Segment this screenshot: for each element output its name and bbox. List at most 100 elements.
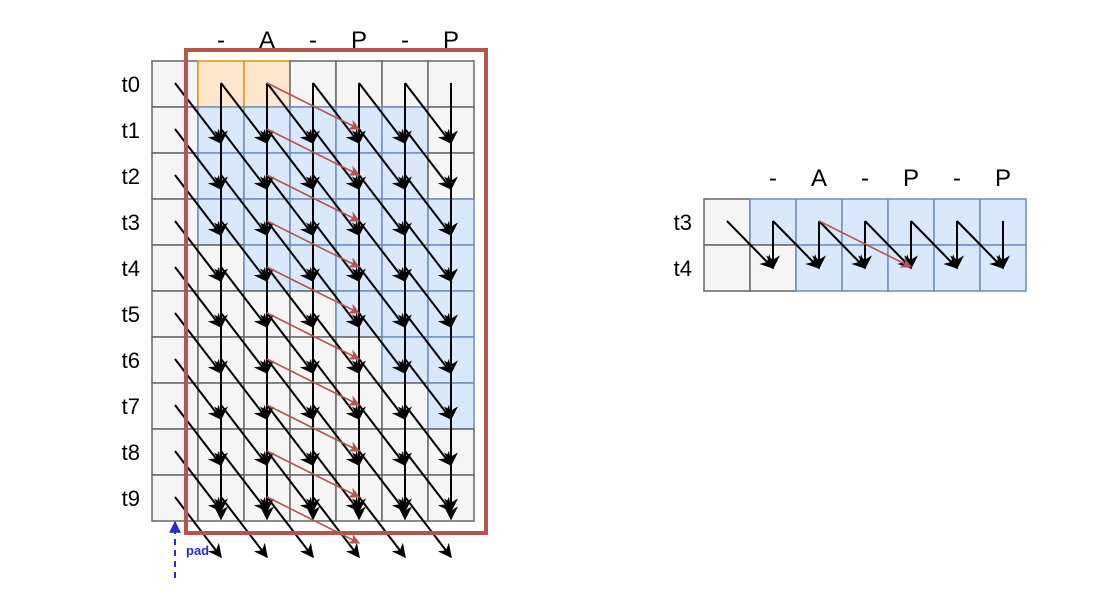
lattice-cell [151,106,199,154]
lattice-cell [151,198,199,246]
side-transition-arrow [818,220,866,270]
row-label: t5 [122,302,140,327]
transition-arrow [312,450,360,513]
transition-arrow [312,174,360,237]
side-row-label: t3 [674,210,692,235]
side-column-label: P [995,165,1011,192]
transition-arrow [312,404,360,467]
transition-arrow [266,174,314,237]
transition-arrow [404,496,452,559]
row-label: t7 [122,394,140,419]
side-column-label: P [903,165,919,192]
skip-arrow [266,174,361,222]
transition-arrow [174,404,222,467]
side-column-label: A [811,165,827,192]
row-label: t8 [122,440,140,465]
transition-arrow [404,266,452,329]
transition-arrow [312,312,360,375]
transition-arrow [266,450,314,513]
transition-arrow [174,174,222,237]
transition-arrow [358,82,406,145]
transition-arrow [358,312,406,375]
transition-arrow [266,404,314,467]
transition-arrow [358,404,406,467]
pad-label: pad [186,543,209,558]
transition-arrow [266,496,314,559]
transition-arrow [220,450,268,513]
transition-arrow [220,496,268,559]
transition-arrow [220,220,268,283]
side-transition-arrow [726,220,774,270]
side-transition-arrow [956,220,1004,270]
transition-arrow [220,82,268,145]
transition-arrow [312,358,360,421]
transition-arrow [358,220,406,283]
column-label: - [401,27,409,54]
transition-arrow [220,312,268,375]
skip-arrow [266,82,361,130]
transition-arrow [358,174,406,237]
main-lattice-arrows [174,82,458,559]
skip-arrow [266,220,361,268]
transition-arrow [404,404,452,467]
skip-arrow [266,404,361,452]
column-label: A [259,27,275,54]
row-label: t1 [122,118,140,143]
side-transition-arrow [772,220,820,270]
transition-arrow [174,82,222,145]
transition-arrow [174,358,222,421]
transition-arrow [266,312,314,375]
transition-arrow [220,266,268,329]
transition-arrow [174,450,222,513]
transition-arrow [266,358,314,421]
transition-arrow [266,266,314,329]
row-label: t9 [122,486,140,511]
transition-arrow [220,128,268,191]
side-column-label: - [953,165,961,192]
transition-arrow [220,358,268,421]
transition-arrow [266,128,314,191]
transition-arrow [358,266,406,329]
label-region-highlight [184,48,488,535]
side-column-label: - [861,165,869,192]
transition-arrow [220,404,268,467]
transition-arrow [358,358,406,421]
transition-arrow [312,220,360,283]
side-lattice-arrows [726,220,1010,270]
transition-arrow [404,128,452,191]
column-label: - [309,27,317,54]
side-column-label: - [769,165,777,192]
transition-arrow [174,220,222,283]
transition-arrow [358,128,406,191]
row-label: t2 [122,164,140,189]
skip-arrow [266,496,361,544]
transition-arrow [312,82,360,145]
column-label: P [443,27,459,54]
side-lattice-labels: - A - P - Pt3 t4 [674,165,1011,281]
side-row-label: t4 [674,256,692,281]
transition-arrow [404,220,452,283]
transition-arrow [266,82,314,145]
column-label: P [351,27,367,54]
transition-arrow [358,450,406,513]
side-skip-arrow [818,220,913,268]
transition-arrow [312,266,360,329]
transition-arrow [174,128,222,191]
transition-arrow [404,174,452,237]
skip-arrow [266,358,361,406]
transition-arrow [174,266,222,329]
transition-arrow [312,128,360,191]
row-label: t4 [122,256,140,281]
side-transition-arrow [910,220,958,270]
skip-arrow [266,312,361,360]
transition-arrow [174,312,222,375]
skip-arrow [266,450,361,498]
transition-arrow [266,220,314,283]
row-label: t0 [122,72,140,97]
transition-arrow [358,496,406,559]
transition-arrow [404,450,452,513]
transition-arrow [404,82,452,145]
transition-arrow [404,312,452,375]
